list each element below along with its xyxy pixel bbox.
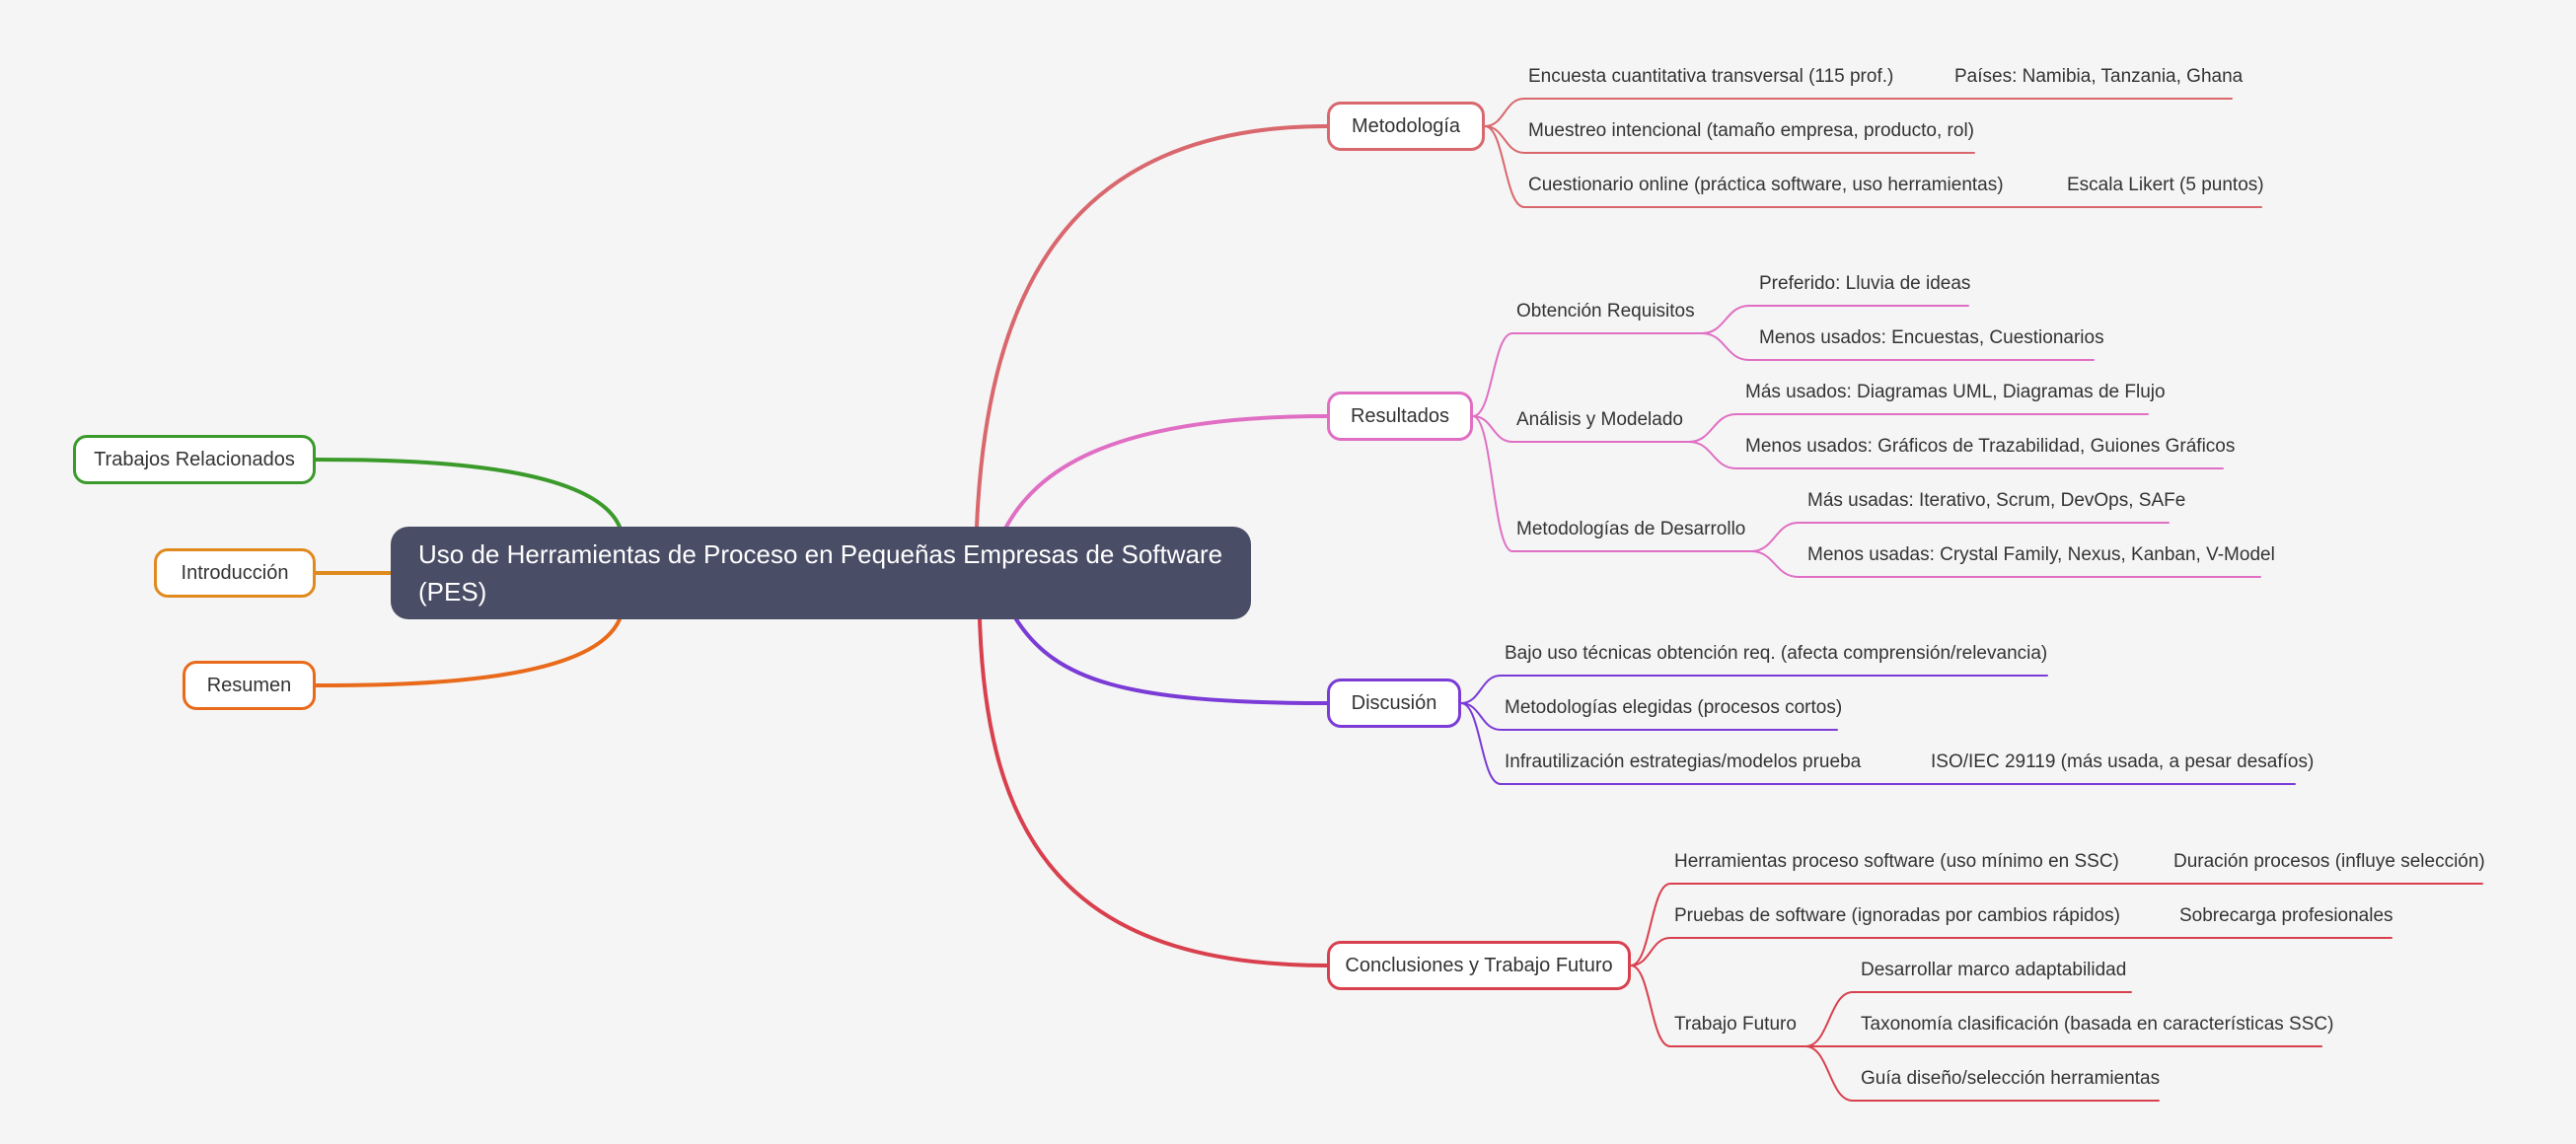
leaf-guia[interactable]: Guía diseño/selección herramientas — [1861, 1068, 2161, 1089]
connector-herramientas — [1630, 883, 2174, 966]
node-label: Resumen — [206, 674, 292, 696]
node-discusion[interactable]: Discusión — [1327, 679, 1461, 728]
connector-elegidas — [1460, 702, 1838, 731]
leaf-mas-usadas[interactable]: Más usadas: Iterativo, Scrum, DevOps, SA… — [1807, 490, 2186, 511]
connector-discusion — [1014, 617, 1329, 705]
leaf-menos-usadas[interactable]: Menos usadas: Crystal Family, Nexus, Kan… — [1807, 544, 2275, 565]
leaf-taxonomia[interactable]: Taxonomía clasificación (basada en carac… — [1861, 1014, 2334, 1035]
connector-metodologia — [975, 124, 1329, 529]
node-label: Discusión — [1351, 691, 1437, 714]
connector-trabajos — [314, 458, 622, 529]
node-trabajos-relacionados[interactable]: Trabajos Relacionados — [73, 435, 316, 484]
connector-conclusiones — [978, 617, 1329, 967]
connector-guia — [1804, 1045, 2160, 1102]
node-label: Conclusiones y Trabajo Futuro — [1345, 954, 1613, 976]
connector-preferido — [1701, 305, 1969, 334]
root-title: Uso de Herramientas de Proceso en Pequeñ… — [418, 539, 1223, 607]
node-label: Resultados — [1350, 404, 1450, 427]
leaf-bajo-uso[interactable]: Bajo uso técnicas obtención req. (afecta… — [1505, 643, 2048, 664]
node-introduccion[interactable]: Introducción — [154, 548, 316, 598]
connector-obtencion — [1472, 332, 1703, 417]
connector-infrautilizacion — [1460, 702, 1932, 785]
node-label: Metodología — [1351, 114, 1461, 137]
connector-menos-encuestas — [1701, 332, 2095, 361]
leaf-trabajo-futuro[interactable]: Trabajo Futuro — [1674, 1014, 1797, 1035]
connector-mas-usadas — [1750, 522, 2170, 552]
connector-marco — [1804, 991, 2132, 1047]
leaf-likert[interactable]: Escala Likert (5 puntos) — [2067, 175, 2264, 195]
connector-analisis — [1472, 415, 1690, 443]
connector-muestreo — [1484, 125, 1975, 154]
connector-pruebas — [1630, 937, 2180, 966]
node-resumen[interactable]: Resumen — [183, 661, 316, 710]
leaf-marco[interactable]: Desarrollar marco adaptabilidad — [1861, 960, 2127, 980]
node-conclusiones[interactable]: Conclusiones y Trabajo Futuro — [1327, 941, 1631, 990]
leaf-sobrecarga[interactable]: Sobrecarga profesionales — [2179, 905, 2393, 926]
connector-futuro — [1630, 965, 1806, 1047]
leaf-encuesta[interactable]: Encuesta cuantitativa transversal (115 p… — [1528, 66, 1894, 87]
leaf-menos-usados-graficos[interactable]: Menos usados: Gráficos de Trazabilidad, … — [1745, 436, 2236, 457]
leaf-metodologias-elegidas[interactable]: Metodologías elegidas (procesos cortos) — [1505, 697, 1843, 718]
leaf-preferido[interactable]: Preferido: Lluvia de ideas — [1759, 273, 1971, 294]
connector-bajo-uso — [1460, 675, 2048, 704]
connector-menos-graficos — [1688, 441, 2224, 469]
connector-mas-uml — [1688, 413, 2149, 443]
node-label: Introducción — [181, 561, 289, 584]
connector-resultados — [1004, 414, 1329, 529]
leaf-muestreo[interactable]: Muestreo intencional (tamaño empresa, pr… — [1528, 120, 1975, 141]
connector-encuesta — [1484, 98, 1955, 127]
leaf-obtencion-requisitos[interactable]: Obtención Requisitos — [1516, 301, 1695, 322]
leaf-mas-usados-uml[interactable]: Más usados: Diagramas UML, Diagramas de … — [1745, 382, 2166, 402]
leaf-menos-usados-encuestas[interactable]: Menos usados: Encuestas, Cuestionarios — [1759, 327, 2104, 348]
connector-cuestionario — [1484, 125, 2068, 208]
connector-resumen — [314, 617, 622, 687]
node-metodologia[interactable]: Metodología — [1327, 102, 1485, 151]
leaf-duracion[interactable]: Duración procesos (influye selección) — [2173, 851, 2485, 872]
leaf-metodologias-desarrollo[interactable]: Metodologías de Desarrollo — [1516, 519, 1746, 539]
leaf-infrautilizacion[interactable]: Infrautilización estrategias/modelos pru… — [1505, 751, 1862, 772]
leaf-iso[interactable]: ISO/IEC 29119 (más usada, a pesar desafí… — [1931, 751, 2315, 772]
node-label: Trabajos Relacionados — [94, 448, 295, 470]
root-topic[interactable]: Uso de Herramientas de Proceso en Pequeñ… — [391, 527, 1251, 619]
leaf-cuestionario[interactable]: Cuestionario online (práctica software, … — [1528, 175, 2004, 195]
leaf-analisis-modelado[interactable]: Análisis y Modelado — [1516, 409, 1683, 430]
leaf-pruebas[interactable]: Pruebas de software (ignoradas por cambi… — [1674, 905, 2121, 926]
node-resultados[interactable]: Resultados — [1327, 392, 1473, 441]
leaf-paises[interactable]: Países: Namibia, Tanzania, Ghana — [1954, 66, 2244, 87]
connector-menos-usadas — [1750, 550, 2261, 578]
leaf-herramientas[interactable]: Herramientas proceso software (uso mínim… — [1674, 851, 2119, 872]
connector-metodologias — [1472, 415, 1752, 552]
